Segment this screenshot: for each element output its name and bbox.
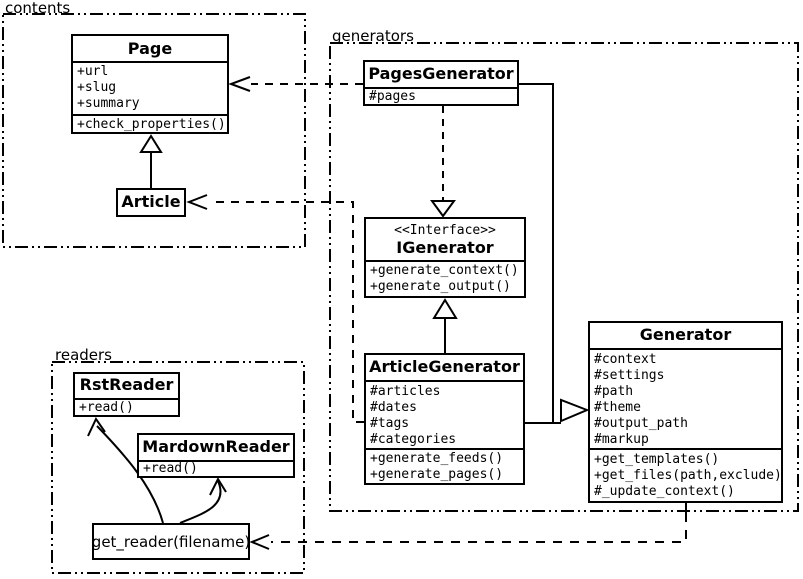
method: +generate_feeds() bbox=[370, 451, 504, 466]
attribute: #pages bbox=[369, 89, 416, 104]
dependency-arrow-articlegenerator-to-article bbox=[186, 194, 364, 423]
class-box-mardownreader: MardownReader +read() bbox=[137, 433, 295, 478]
inheritance-arrow-article-to-page bbox=[139, 134, 163, 188]
contents-package-frame bbox=[2, 13, 306, 248]
class-title: PagesGenerator bbox=[368, 64, 514, 83]
class-box-articlegenerator: ArticleGenerator #articles #dates #tags … bbox=[364, 353, 525, 485]
attribute: #output_path bbox=[594, 416, 688, 431]
generators-package-label: generators bbox=[332, 27, 414, 45]
mardownreader-methods: +read() bbox=[139, 460, 293, 476]
contents-package-label: contents bbox=[5, 0, 71, 17]
dependency-arrow-pagesgenerator-to-page bbox=[228, 76, 363, 92]
inheritance-arrow-generators-to-generator bbox=[519, 83, 590, 424]
method: #_update_context() bbox=[594, 484, 735, 499]
function-box-get-reader: get_reader(filename) bbox=[92, 523, 250, 560]
attribute: +summary bbox=[77, 96, 140, 111]
pagesgenerator-attributes: #pages bbox=[365, 87, 517, 104]
class-title: IGenerator bbox=[396, 238, 494, 257]
class-title: Page bbox=[127, 39, 173, 58]
function-label: get_reader(filename) bbox=[91, 532, 251, 551]
attribute: #settings bbox=[594, 368, 665, 383]
attribute: #markup bbox=[594, 432, 649, 447]
method: +generate_context() bbox=[370, 263, 519, 278]
rstreader-methods: +read() bbox=[75, 398, 178, 415]
attribute: #articles bbox=[370, 384, 441, 399]
generators-package-frame bbox=[329, 42, 799, 512]
class-box-pagesgenerator: PagesGenerator #pages bbox=[363, 60, 519, 106]
class-title: RstReader bbox=[79, 375, 174, 394]
method: +read() bbox=[143, 461, 198, 476]
articlegenerator-methods: +generate_feeds() +generate_pages() bbox=[366, 448, 523, 483]
attribute: #theme bbox=[594, 400, 641, 415]
attribute: #path bbox=[594, 384, 634, 399]
method: +read() bbox=[79, 400, 134, 415]
attribute: #tags bbox=[370, 416, 410, 431]
interface-stereotype: <<Interface>> bbox=[394, 223, 496, 238]
igenerator-header: <<Interface>> IGenerator bbox=[366, 219, 524, 260]
realization-arrow-pagesgenerator-to-igenerator bbox=[430, 106, 456, 218]
attribute: +url bbox=[77, 64, 109, 79]
class-title: Generator bbox=[639, 325, 732, 344]
attribute: +slug bbox=[77, 80, 117, 95]
class-box-article: Article bbox=[116, 188, 186, 217]
dependency-arrow-generator-to-getreader bbox=[249, 503, 687, 550]
generator-attributes: #context #settings #path #theme #output_… bbox=[590, 348, 781, 448]
class-box-igenerator: <<Interface>> IGenerator +generate_conte… bbox=[364, 217, 526, 298]
arrow-getreader-to-mardownreader bbox=[179, 476, 227, 524]
attribute: #categories bbox=[370, 432, 457, 447]
method: +check_properties() bbox=[77, 117, 226, 132]
readers-package-label: readers bbox=[55, 346, 112, 364]
attribute: #dates bbox=[370, 400, 417, 415]
page-methods: +check_properties() bbox=[73, 114, 227, 132]
class-title: MardownReader bbox=[142, 437, 290, 456]
class-title: Article bbox=[121, 192, 181, 211]
method: +generate_pages() bbox=[370, 467, 504, 482]
inheritance-arrow-articlegenerator-to-igenerator bbox=[432, 298, 458, 353]
class-title: ArticleGenerator bbox=[369, 357, 520, 376]
class-box-rstreader: RstReader +read() bbox=[73, 372, 180, 417]
method: +generate_output() bbox=[370, 279, 511, 294]
generator-methods: +get_templates() +get_files(path,exclude… bbox=[590, 448, 782, 501]
method: +get_files(path,exclude) bbox=[594, 468, 782, 483]
igenerator-methods: +generate_context() +generate_output() bbox=[366, 260, 524, 296]
articlegenerator-attributes: #articles #dates #tags #categories bbox=[366, 380, 523, 448]
attribute: #context bbox=[594, 352, 657, 367]
page-attributes: +url +slug +summary bbox=[73, 61, 227, 114]
class-box-generator: Generator #context #settings #path #them… bbox=[588, 321, 783, 503]
method: +get_templates() bbox=[594, 452, 720, 467]
readers-package-frame bbox=[51, 361, 305, 574]
class-box-page: Page +url +slug +summary +check_properti… bbox=[71, 34, 229, 134]
